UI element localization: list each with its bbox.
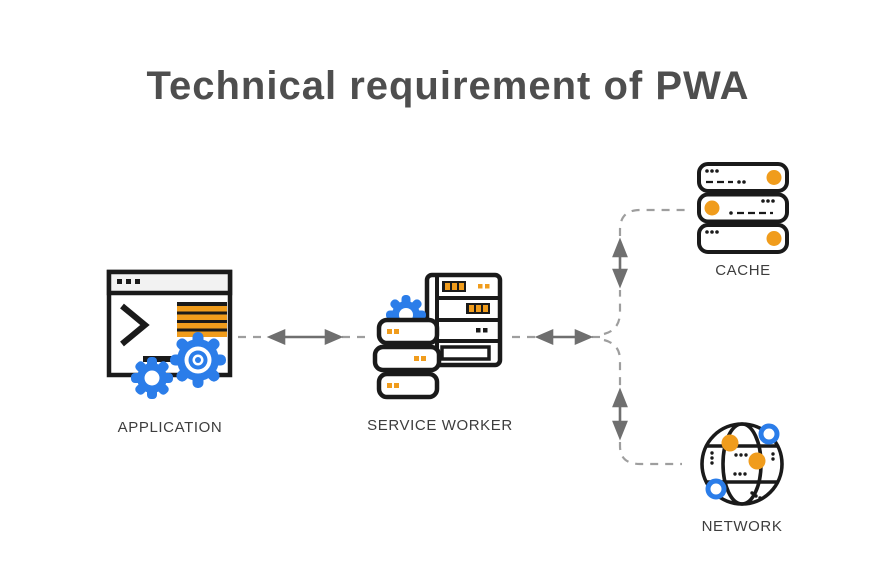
service-worker-label: SERVICE WORKER — [367, 417, 513, 434]
node-application: APPLICATION — [100, 262, 240, 436]
cache-label: CACHE — [715, 262, 771, 279]
dashed-lines — [238, 208, 686, 466]
node-service-worker: SERVICE WORKER — [365, 260, 515, 434]
server-rack-gear-icon — [372, 272, 503, 400]
network-label: NETWORK — [701, 518, 783, 535]
page-title: Technical requirement of PWA — [146, 64, 750, 108]
node-network: NETWORK — [692, 414, 792, 535]
application-label: APPLICATION — [117, 419, 223, 436]
node-cache: CACHE — [693, 160, 793, 279]
server-stack-icon — [697, 162, 789, 254]
double-arrows — [266, 237, 628, 441]
browser-window-gears-icon — [106, 269, 233, 399]
globe-icon — [700, 422, 784, 506]
